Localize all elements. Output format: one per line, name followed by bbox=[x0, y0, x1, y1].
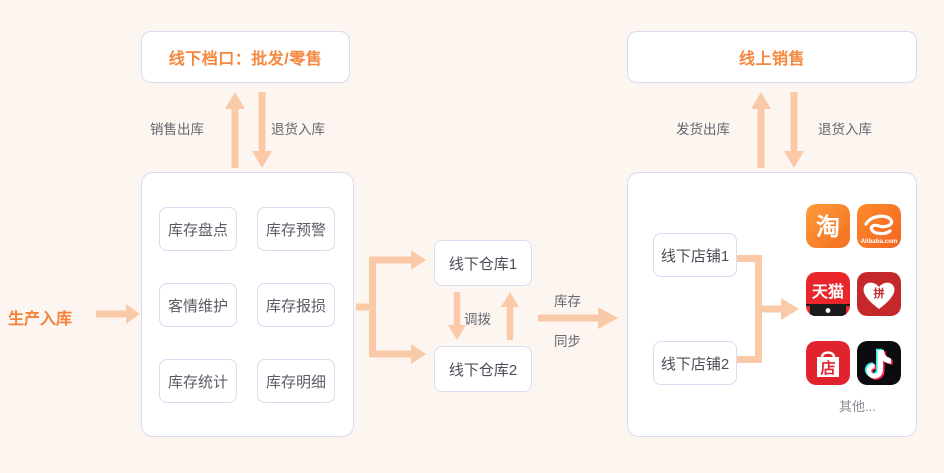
platforms-more-label: 其他... bbox=[839, 399, 876, 414]
svg-text:店: 店 bbox=[820, 359, 835, 377]
arrow-transfer-down bbox=[447, 292, 467, 340]
platform-logo-douyin[interactable] bbox=[857, 341, 901, 385]
platform-logo-jd-shop[interactable]: 店 bbox=[806, 341, 850, 385]
chip-customer-care[interactable]: 客情维护 bbox=[159, 283, 237, 327]
arrow-sales-outbound-up bbox=[224, 92, 246, 168]
label-shipping-outbound: 发货出库 bbox=[676, 122, 730, 137]
platform-logo-alibaba[interactable]: Alibaba.com bbox=[857, 204, 901, 248]
svg-text:Alibaba.com: Alibaba.com bbox=[861, 238, 898, 245]
online-channel-title: 线上销售 bbox=[738, 51, 805, 68]
arrow-merge-to-platforms bbox=[737, 247, 799, 371]
chip-label: 库存预警 bbox=[265, 221, 326, 239]
warehouse-box-2[interactable]: 线下仓库2 bbox=[434, 346, 532, 392]
chip-label: 库存统计 bbox=[167, 373, 228, 391]
arrow-production-inbound bbox=[96, 304, 140, 324]
label-sales-outbound: 销售出库 bbox=[150, 122, 204, 137]
svg-text:拼: 拼 bbox=[874, 286, 885, 300]
shop-box-1[interactable]: 线下店铺1 bbox=[653, 233, 737, 277]
arrow-return-inbound-down bbox=[251, 92, 273, 168]
chip-label: 库存报损 bbox=[265, 297, 326, 315]
shop-box-2[interactable]: 线下店铺2 bbox=[653, 341, 737, 385]
production-inbound-label: 生产入库 bbox=[8, 311, 73, 328]
svg-text:淘: 淘 bbox=[816, 213, 840, 241]
platform-logo-taobao[interactable]: 淘 bbox=[806, 204, 850, 248]
chip-inventory-damage[interactable]: 库存报损 bbox=[257, 283, 335, 327]
arrow-shipping-outbound-up bbox=[750, 92, 772, 168]
chip-inventory-alert[interactable]: 库存预警 bbox=[257, 207, 335, 251]
warehouse-box-1[interactable]: 线下仓库1 bbox=[434, 240, 532, 286]
label-stock-sync-bottom: 同步 bbox=[554, 334, 581, 349]
label-return-inbound-online: 退货入库 bbox=[818, 122, 872, 137]
shop-label: 线下店铺2 bbox=[660, 355, 730, 373]
chip-inventory-stats[interactable]: 库存统计 bbox=[159, 359, 237, 403]
platform-logo-tmall[interactable]: 天猫 bbox=[806, 272, 850, 316]
label-stock-sync-top: 库存 bbox=[554, 294, 581, 309]
chip-label: 客情维护 bbox=[167, 297, 228, 315]
warehouse-label: 线下仓库2 bbox=[448, 361, 518, 379]
arrow-split-to-warehouses bbox=[356, 250, 438, 370]
label-transfer: 调拨 bbox=[464, 312, 491, 327]
chip-inventory-detail[interactable]: 库存明细 bbox=[257, 359, 335, 403]
svg-text:天猫: 天猫 bbox=[812, 282, 844, 301]
chip-label: 库存明细 bbox=[265, 373, 326, 391]
offline-channel-title: 线下档口：批发/零售 bbox=[168, 51, 323, 68]
warehouse-label: 线下仓库1 bbox=[448, 255, 518, 273]
platform-logo-pinduoduo[interactable]: 拼 bbox=[857, 272, 901, 316]
online-channel-header[interactable]: 线上销售 bbox=[627, 31, 917, 83]
shop-label: 线下店铺1 bbox=[660, 247, 730, 265]
arrow-stock-sync bbox=[538, 307, 618, 329]
arrow-return-inbound-online-down bbox=[783, 92, 805, 168]
offline-channel-header[interactable]: 线下档口：批发/零售 bbox=[141, 31, 350, 83]
chip-label: 库存盘点 bbox=[167, 221, 228, 239]
chip-inventory-count[interactable]: 库存盘点 bbox=[159, 207, 237, 251]
arrow-transfer-up bbox=[500, 292, 520, 340]
label-return-inbound-offline: 退货入库 bbox=[271, 122, 325, 137]
